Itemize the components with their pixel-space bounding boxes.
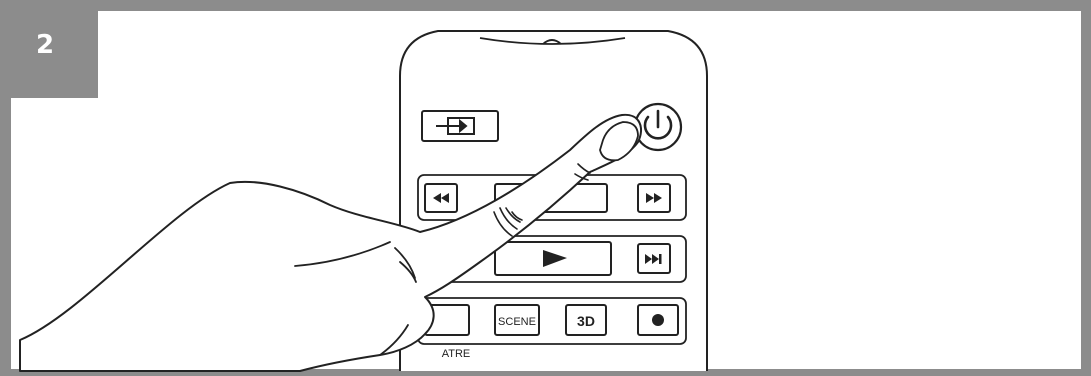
three-d-button-label: 3D [577,313,595,329]
theatre-button-caption: ATRE [442,348,471,360]
record-icon [652,314,664,326]
step-badge: 2 [0,0,98,98]
step-number: 2 [36,30,54,60]
scene-button-label: SCENE [498,316,536,328]
